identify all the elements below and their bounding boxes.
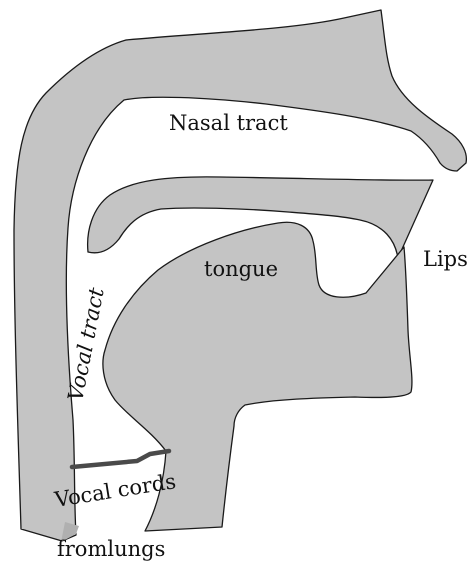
label-nasal-tract: Nasal tract xyxy=(169,111,288,135)
vocal-cords-line xyxy=(72,451,169,467)
label-tongue: tongue xyxy=(204,257,278,281)
label-from-lungs: fromlungs xyxy=(57,537,165,561)
label-lips: Lips xyxy=(423,247,468,271)
label-vocal-tract: Vocal tract xyxy=(63,285,109,403)
